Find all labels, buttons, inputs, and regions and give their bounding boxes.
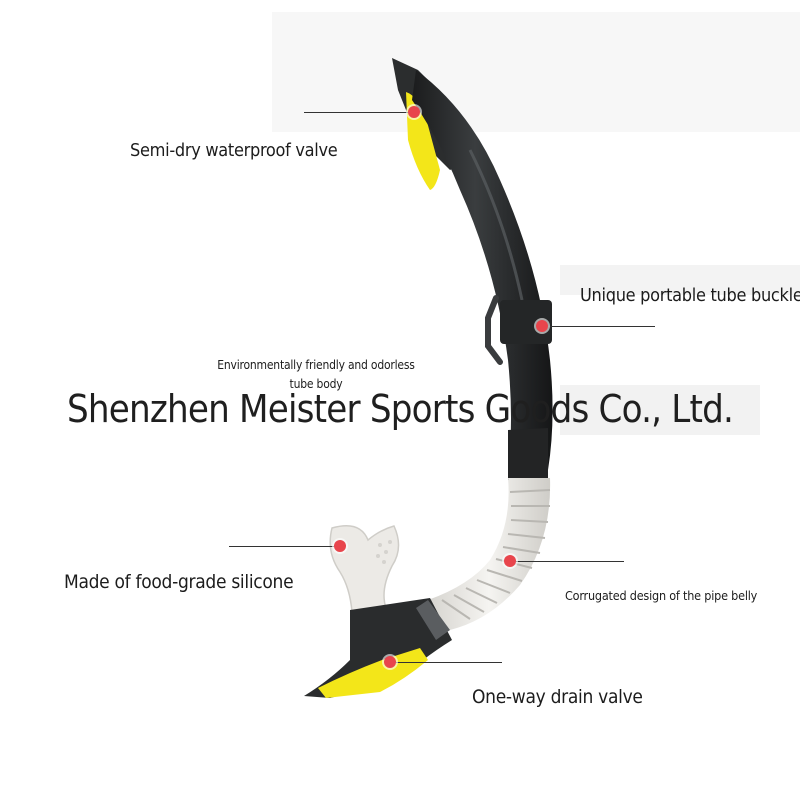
label-tube-buckle: Unique portable tube buckle — [580, 285, 800, 306]
purge-valve-yellow — [318, 648, 428, 698]
callout-dot-drain-valve — [384, 656, 396, 668]
tube-lower-section — [508, 428, 548, 480]
label-tube-body: Environmentally friendly and odorless tu… — [208, 356, 424, 394]
silicone-mouthpiece — [329, 525, 400, 613]
tube-buckle-band — [500, 300, 552, 344]
leader-tube-buckle — [545, 326, 655, 327]
label-tube-body-line1: Environmentally friendly and odorless — [217, 358, 415, 372]
label-corrugated: Corrugated design of the pipe belly — [565, 588, 758, 603]
main-tube-upper — [412, 70, 553, 472]
purge-valve-housing — [304, 598, 452, 698]
leader-silicone — [229, 546, 339, 547]
leader-semi-dry-valve — [304, 112, 412, 113]
tube-buckle-clip — [485, 295, 503, 365]
tube-highlight — [468, 149, 524, 301]
background-band-mid — [560, 265, 800, 295]
corrugated-belly — [428, 478, 551, 630]
callout-dot-tube-buckle — [536, 320, 548, 332]
purge-valve-grey-collar — [416, 600, 450, 640]
callout-dot-semi-dry-valve — [408, 106, 420, 118]
label-silicone: Made of food-grade silicone — [64, 571, 294, 593]
leader-drain-valve — [392, 662, 502, 663]
label-drain-valve: One-way drain valve — [472, 686, 643, 708]
company-watermark: Shenzhen Meister Sports Goods Co., Ltd. — [66, 387, 734, 431]
label-tube-body-line2: tube body — [289, 377, 343, 391]
label-semi-dry-valve: Semi-dry waterproof valve — [130, 140, 338, 161]
callout-dot-silicone — [334, 540, 346, 552]
leader-corrugated — [514, 561, 624, 562]
callout-dot-corrugated — [504, 555, 516, 567]
background-band-watermark — [560, 385, 760, 435]
